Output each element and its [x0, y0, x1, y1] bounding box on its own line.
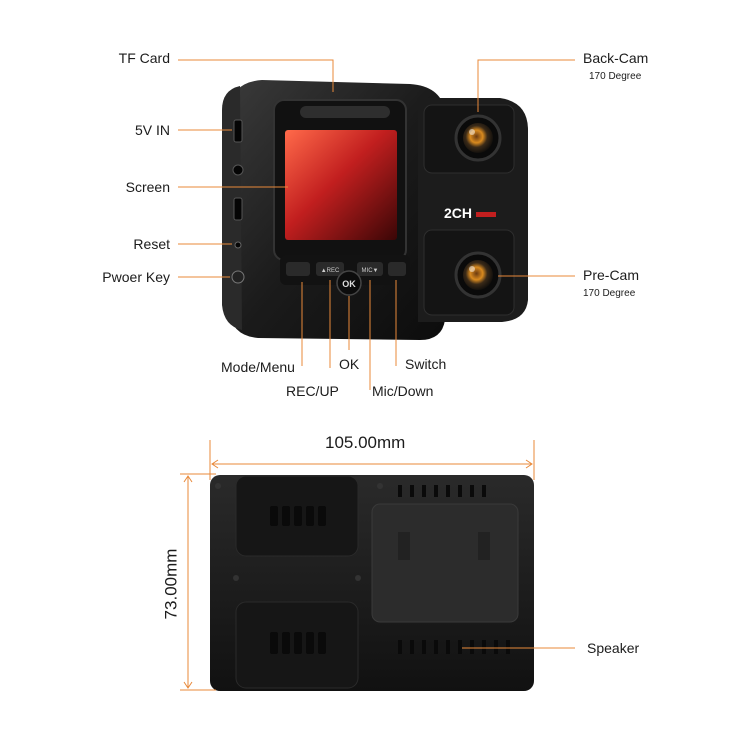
mode-menu-button[interactable]: [286, 262, 310, 276]
switch-button[interactable]: [388, 262, 406, 276]
label-back-cam-degree: 170 Degree: [589, 71, 642, 82]
label-rec-up: REC/UP: [286, 383, 339, 399]
dashcam-back-view: [210, 475, 534, 691]
av-port[interactable]: [232, 164, 244, 176]
tf-card-slot[interactable]: [233, 197, 243, 221]
dashcam-front-view: OK ▲REC MIC▼ 2CH: [222, 80, 528, 340]
svg-text:MIC▼: MIC▼: [362, 268, 379, 274]
dimension-lines: [180, 440, 535, 691]
label-pre-cam-degree: 170 Degree: [583, 288, 636, 299]
label-switch: Switch: [405, 356, 447, 372]
brand-logo: 2CH: [444, 205, 472, 221]
dimension-width: 105.00mm: [325, 433, 406, 452]
label-reset: Reset: [133, 236, 170, 252]
label-mode-menu: Mode/Menu: [221, 359, 295, 375]
label-ok: OK: [339, 356, 360, 372]
label-power-key: Pwoer Key: [102, 269, 170, 285]
speaker-grille: [398, 640, 510, 654]
label-tf-card: TF Card: [118, 50, 170, 66]
label-back-cam: Back-Cam: [583, 50, 649, 66]
usb-port[interactable]: [233, 119, 243, 143]
lcd-screen: [285, 130, 397, 240]
ok-button[interactable]: [336, 270, 362, 296]
reset-hole[interactable]: [234, 241, 242, 249]
label-speaker: Speaker: [587, 640, 640, 656]
label-5v-in: 5V IN: [134, 122, 170, 138]
mount-plate: [371, 503, 519, 623]
label-pre-cam: Pre-Cam: [583, 267, 640, 283]
svg-text:OK: OK: [342, 279, 356, 289]
mic-down-button[interactable]: [357, 262, 383, 276]
power-key[interactable]: [231, 270, 245, 284]
svg-text:▲REC: ▲REC: [321, 268, 340, 274]
rec-up-button[interactable]: [316, 262, 344, 276]
callout-lines: [178, 59, 575, 649]
label-screen: Screen: [125, 179, 170, 195]
label-mic-down: Mic/Down: [372, 383, 434, 399]
dimension-height: 73.00mm: [161, 548, 181, 620]
